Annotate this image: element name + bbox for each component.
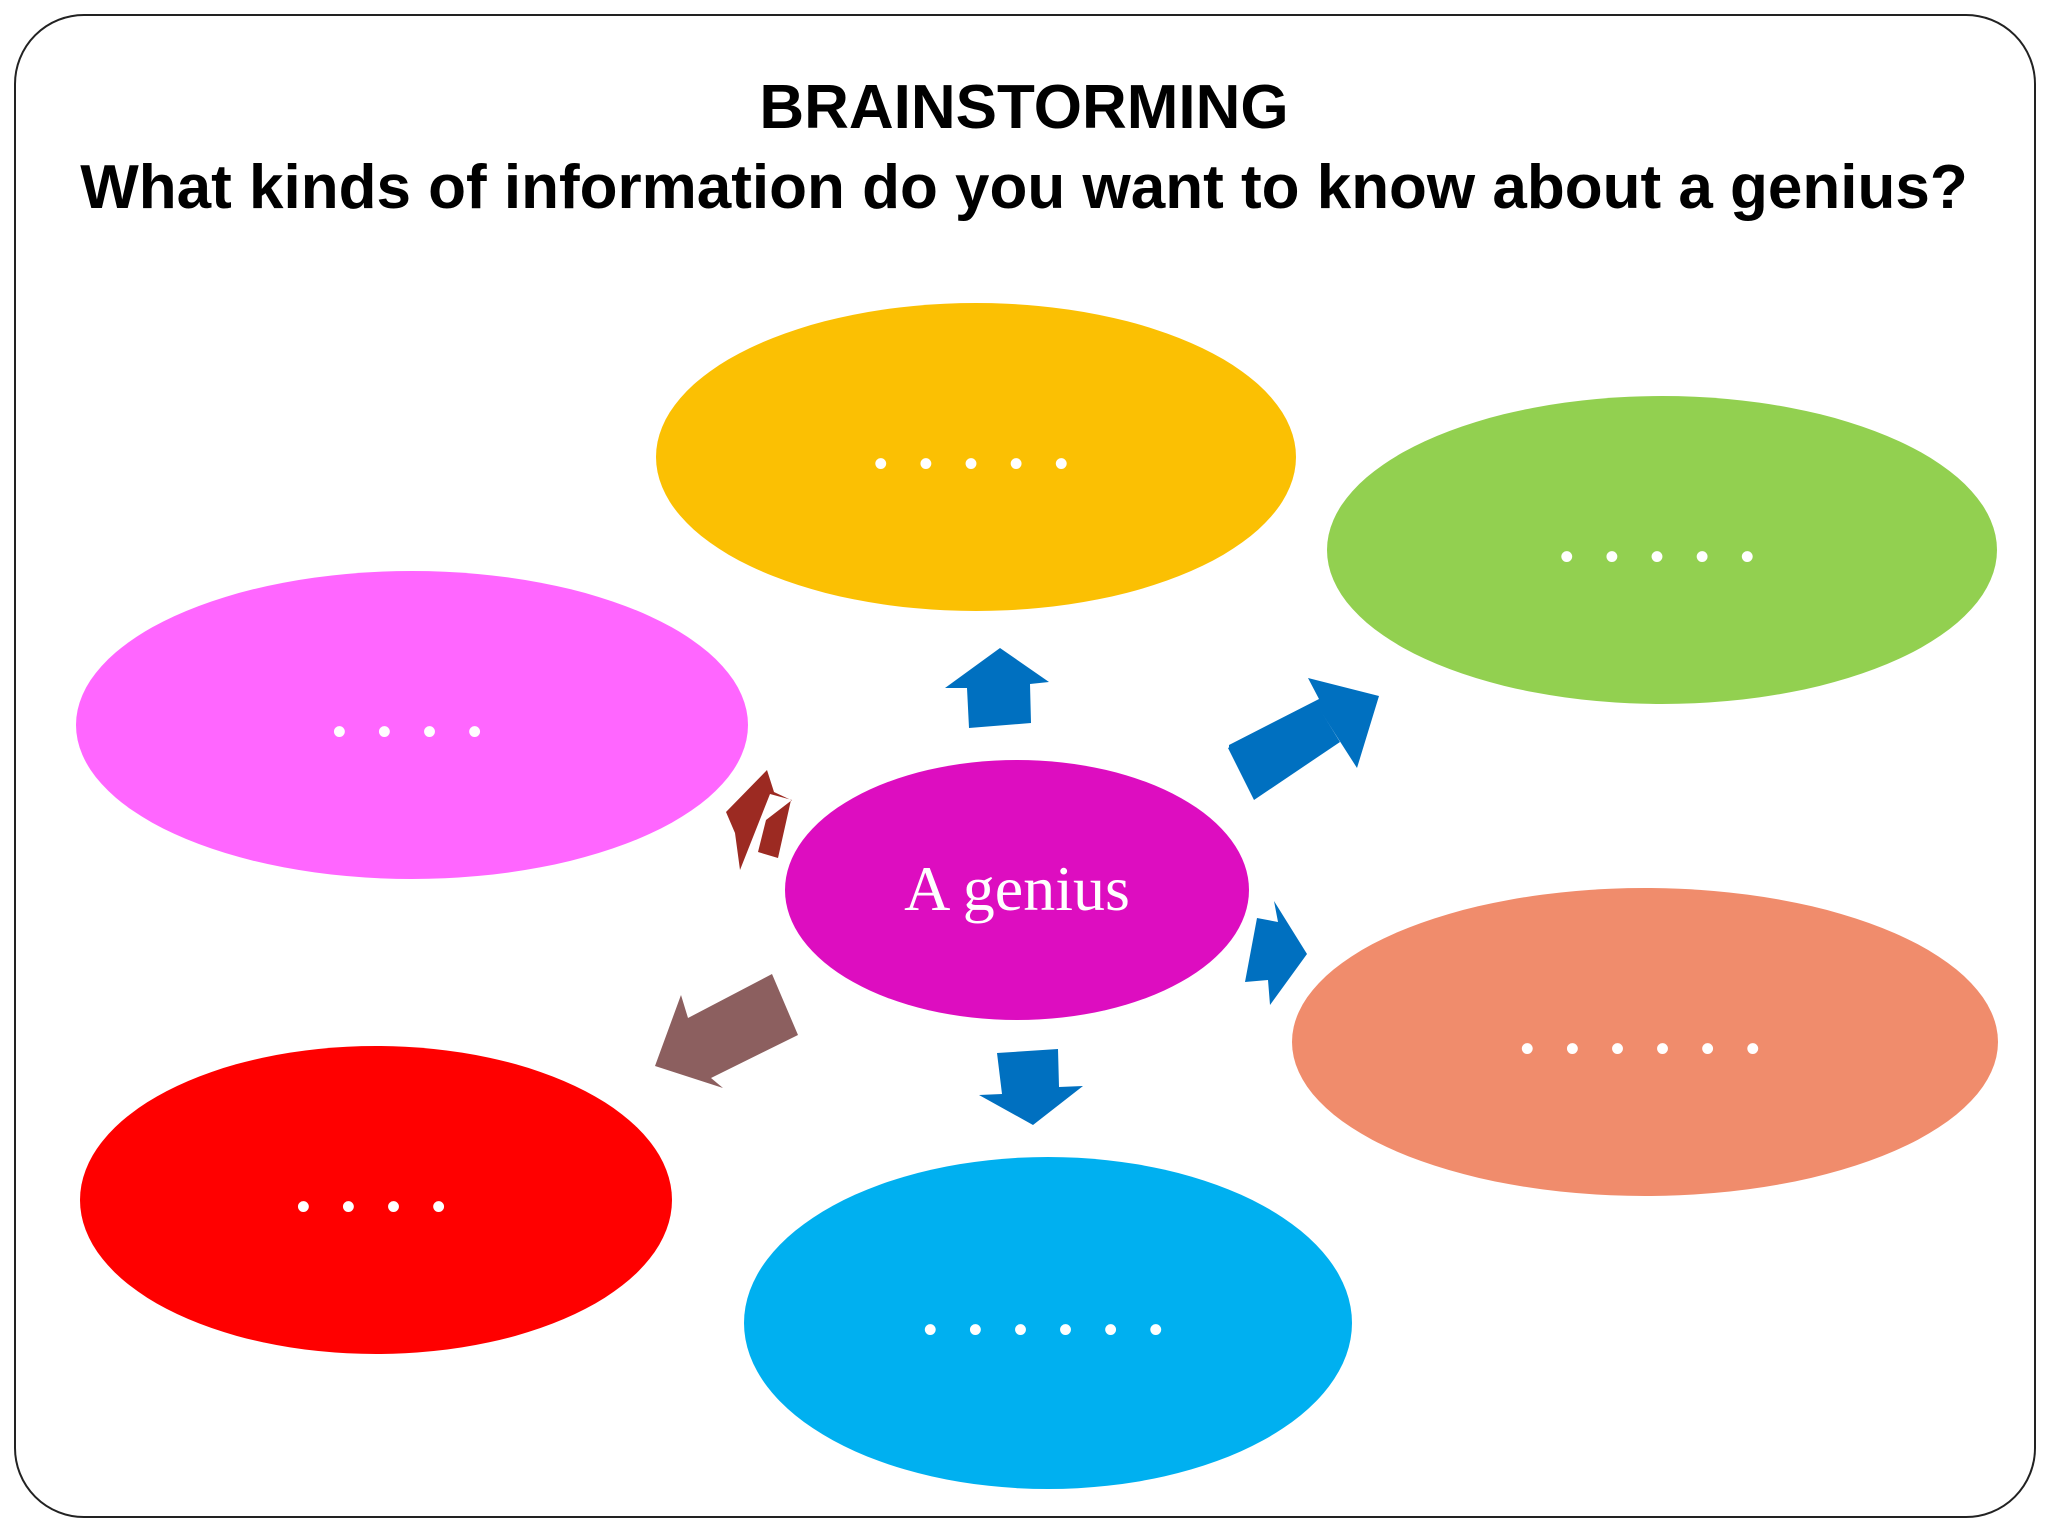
- node-top-right-label: • • • • •: [1560, 535, 1764, 579]
- node-bottom-left-ellipse: [80, 1046, 672, 1354]
- node-left-label: • • • •: [332, 710, 491, 754]
- slide-title: BRAINSTORMING: [759, 73, 1289, 142]
- node-top-label: • • • • •: [874, 442, 1078, 486]
- arrow-up-right-icon: [1229, 678, 1379, 768]
- center-node-label: A genius: [904, 853, 1130, 924]
- node-top-ellipse: [656, 303, 1296, 611]
- arrow-down-left-icon: [655, 974, 798, 1088]
- node-right[interactable]: • • • • • •: [1292, 888, 1998, 1196]
- arrow-up-left-icon: [726, 770, 792, 870]
- node-bottom[interactable]: • • • • • •: [744, 1157, 1352, 1489]
- node-bottom-ellipse: [744, 1157, 1352, 1489]
- node-bottom-left-label: • • • •: [296, 1185, 455, 1229]
- node-right-label: • • • • • •: [1520, 1027, 1770, 1071]
- arrow-up-right-body: [1228, 703, 1340, 800]
- node-left[interactable]: • • • •: [76, 571, 748, 879]
- node-top-right[interactable]: • • • • •: [1327, 396, 1997, 704]
- node-right-ellipse: [1292, 888, 1998, 1196]
- slide-question: What kinds of information do you want to…: [80, 153, 1968, 222]
- center-node-ellipse: [785, 760, 1249, 1020]
- node-bottom-label: • • • • • •: [923, 1308, 1173, 1352]
- node-bottom-left[interactable]: • • • •: [80, 1046, 672, 1354]
- center-node[interactable]: A genius: [785, 760, 1249, 1020]
- node-top[interactable]: • • • • •: [656, 303, 1296, 611]
- arrow-right-icon: [1245, 901, 1307, 1005]
- arrow-down-icon: [979, 1049, 1083, 1125]
- node-top-right-ellipse: [1327, 396, 1997, 704]
- node-left-ellipse: [76, 571, 748, 879]
- arrow-up-icon: [945, 648, 1049, 728]
